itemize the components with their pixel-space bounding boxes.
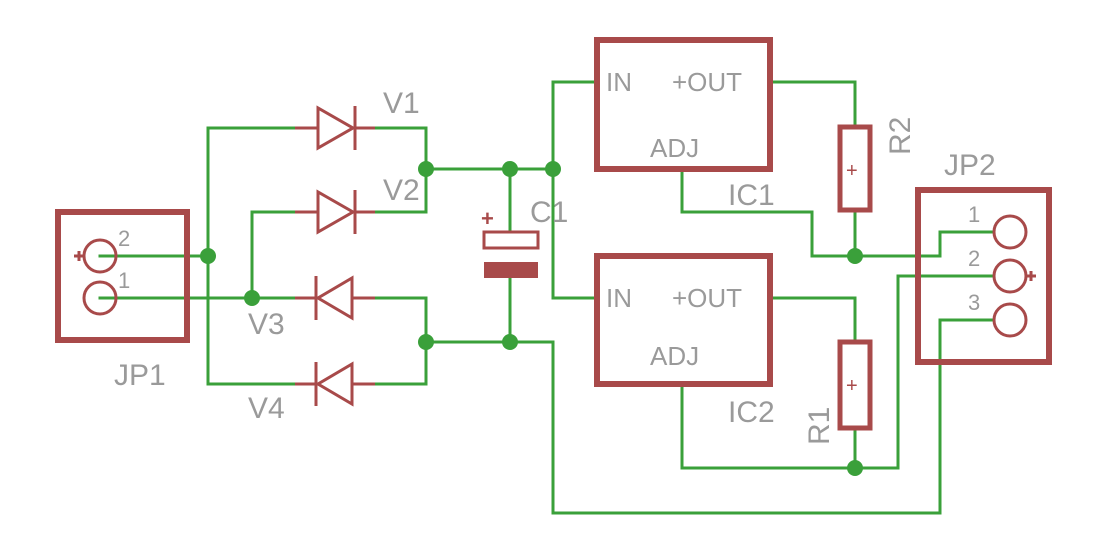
diode-v1: V1 [295, 87, 420, 151]
jp2-pad-2 [992, 258, 1028, 294]
wire-jp2-pin2 [853, 274, 996, 470]
capacitor-c1-label: C1 [530, 196, 568, 229]
jp1-pin2-label: 2 [118, 226, 130, 251]
capacitor-c1-plate-positive [482, 230, 540, 250]
capacitor-c1: + C1 [481, 196, 568, 278]
resistor-r1-plus: + [846, 375, 858, 397]
ic2-pin-out: +OUT [672, 283, 742, 313]
wire-jp2-pin1 [853, 230, 996, 258]
ic2-label: IC2 [728, 396, 775, 429]
wire-v4-gnd [373, 340, 428, 386]
junctions [200, 161, 863, 476]
junction-ground-cap [502, 334, 518, 350]
wire-v2-out [373, 167, 428, 214]
junction-jp1-pin2 [200, 248, 216, 264]
jp2-pin3-label: 3 [968, 290, 980, 315]
jp2-name: JP2 [944, 149, 996, 182]
junction-positive-cap [502, 161, 518, 177]
capacitor-c1-polarity: + [481, 206, 494, 231]
wire-ic2-in [551, 167, 599, 300]
resistor-r1-label: R1 [803, 407, 836, 445]
ic2-pin-adj: ADJ [650, 341, 699, 371]
resistor-r2-body [837, 124, 873, 213]
ic2-pin-in: IN [606, 283, 632, 313]
wire-ic1-out [768, 80, 857, 129]
connector-jp1: 2 1 JP1 [55, 209, 190, 392]
regulator-ic2: IN +OUT ADJ IC2 [594, 253, 775, 429]
capacitor-c1-plate-negative [484, 262, 538, 278]
diode-v2: V2 [295, 174, 420, 235]
ic1-pin-out: +OUT [672, 67, 742, 97]
jp2-pin2-label: 2 [968, 246, 980, 271]
diode-v4: V4 [248, 361, 375, 425]
junction-r1-adj [847, 460, 863, 476]
wire-ground-bus [424, 318, 996, 515]
jp1-pin1-label: 1 [118, 268, 130, 293]
jp1-name: JP1 [114, 359, 166, 392]
diode-v3-triangle [315, 275, 354, 321]
jp1-body [55, 209, 190, 343]
diode-v3-label: V3 [248, 308, 285, 341]
jp2-pad-1 [992, 214, 1028, 250]
jp1-pad-1 [82, 280, 118, 316]
jp2-pad-3 [992, 302, 1028, 338]
junction-positive-ic [545, 161, 561, 177]
diode-v1-triangle [316, 105, 357, 151]
resistor-r2-label: R2 [884, 117, 917, 155]
wire-ic2-adj [680, 382, 857, 470]
ic1-label: IC1 [728, 179, 775, 212]
ic1-pin-in: IN [606, 67, 632, 97]
diode-v2-label: V2 [383, 174, 420, 207]
wire-ic1-adj [680, 168, 857, 258]
diode-v2-triangle [316, 189, 357, 235]
ic2-body [594, 253, 773, 387]
wire-v3-gnd [373, 296, 428, 344]
jp2-body [915, 187, 1052, 365]
regulator-ic1: IN +OUT ADJ IC1 [594, 37, 775, 212]
junction-jp1-pin1 [244, 290, 260, 306]
diode-v1-label: V1 [383, 87, 420, 120]
wire-ic1-in [551, 80, 599, 171]
ic1-pin-adj: ADJ [650, 133, 699, 163]
connector-jp2: 1 2 3 JP2 [915, 149, 1052, 365]
diode-v4-triangle [315, 361, 354, 407]
junction-ground-left [418, 334, 434, 350]
wire-v1-out [373, 126, 428, 171]
ic1-body [594, 37, 773, 172]
wires [98, 80, 996, 515]
resistor-r1: + R1 [803, 339, 873, 445]
diode-v3: V3 [248, 275, 375, 341]
junction-r2-adj [847, 248, 863, 264]
junction-positive-left [418, 161, 434, 177]
diode-v4-label: V4 [248, 392, 285, 425]
resistor-r2: + R2 [837, 117, 917, 213]
resistor-r1-body [837, 339, 873, 431]
wire-v2-v3-bus [250, 210, 297, 300]
resistor-r2-plus: + [846, 160, 858, 182]
wire-ic2-out [768, 296, 857, 344]
jp2-pin1-label: 1 [968, 202, 980, 227]
